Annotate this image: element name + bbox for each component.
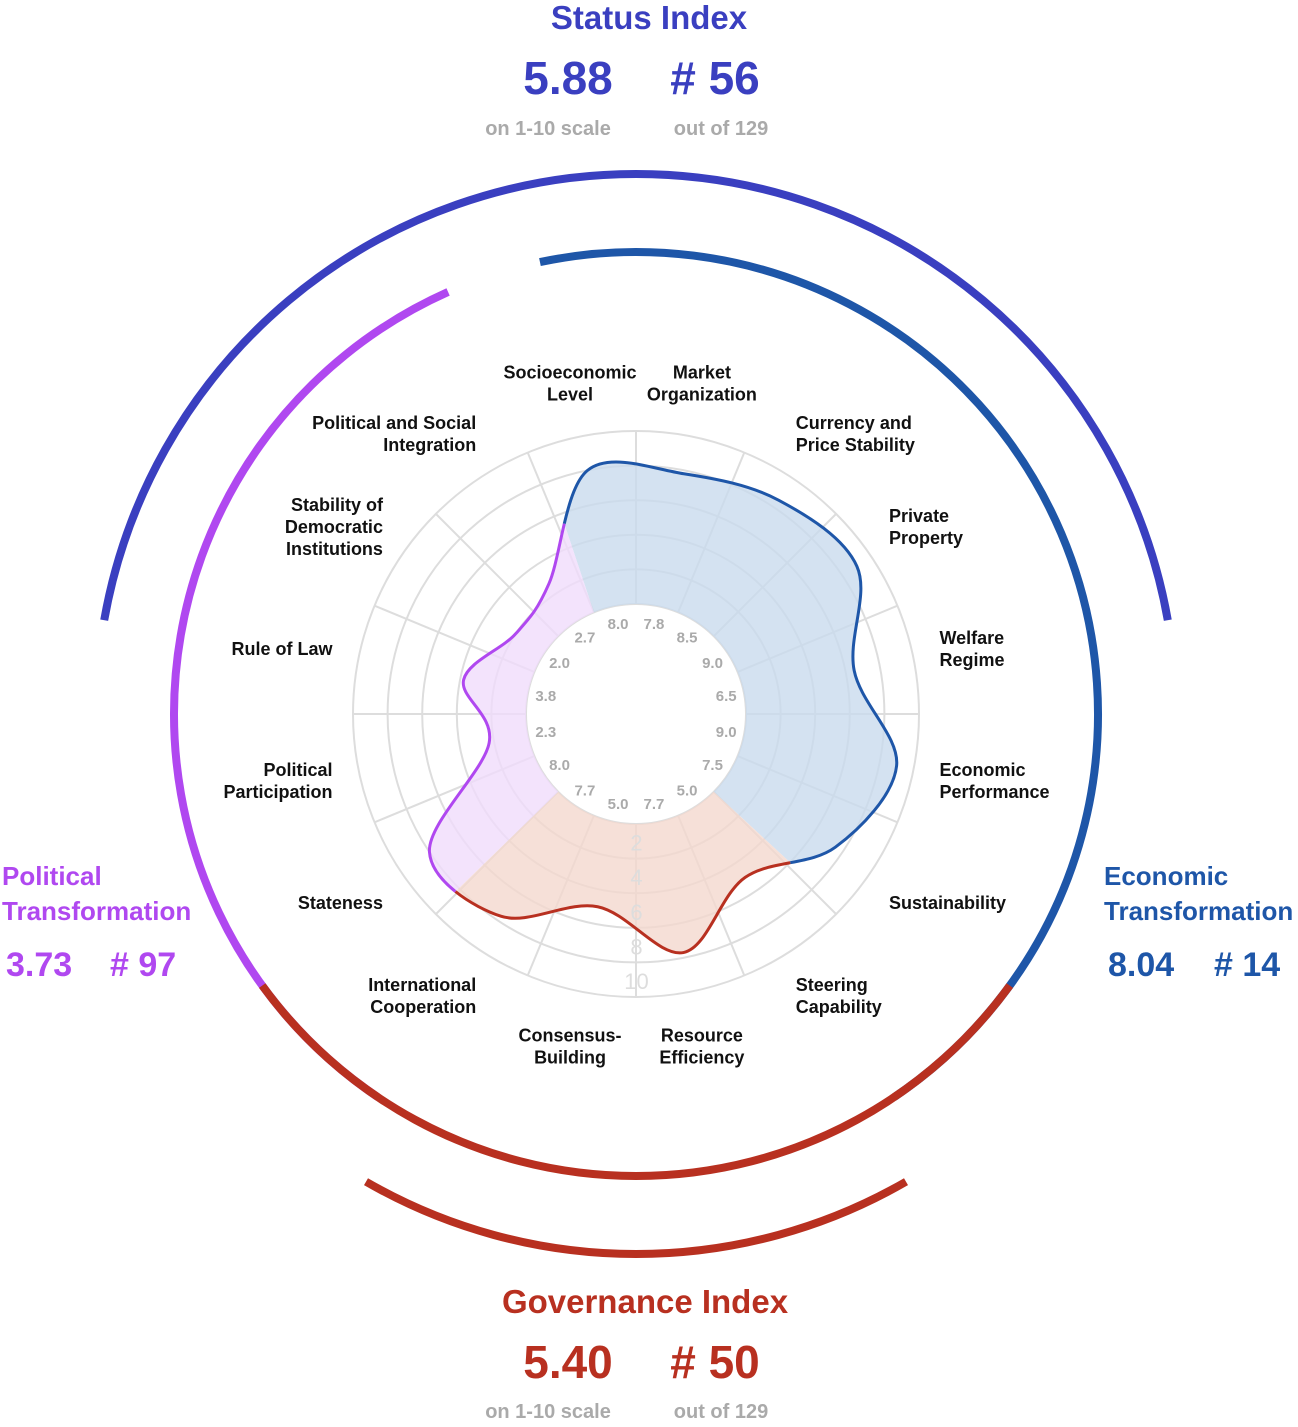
political-outline <box>427 523 566 893</box>
radial-tick-label: 4 <box>630 865 642 890</box>
value-label: 2.3 <box>535 724 556 741</box>
governance-index-inner-arc <box>259 983 1014 1180</box>
governance-outline <box>454 861 791 955</box>
governance-index-title: Governance Index <box>502 1283 789 1320</box>
economic-transformation-title-line2: Transformation <box>1104 896 1293 926</box>
status-index-score: 5.88 <box>523 52 613 104</box>
status-index-rank-caption: out of 129 <box>674 118 768 140</box>
economic-area <box>564 462 897 863</box>
governance-index-rank-caption: out of 129 <box>674 1401 768 1423</box>
value-label: 8.5 <box>677 630 698 647</box>
economic-transformation-rank: # 14 <box>1214 946 1280 984</box>
criterion-label: Consensus-Building <box>519 1026 622 1068</box>
value-label: 9.0 <box>716 724 737 741</box>
status-index-rank: # 56 <box>670 52 760 104</box>
political-transformation-title-line1: Political <box>2 861 102 891</box>
radial-tick-label: 10 <box>624 969 648 994</box>
governance-index-arc <box>364 1178 908 1258</box>
criterion-label: Sustainability <box>889 893 1006 913</box>
value-label: 2.0 <box>549 655 570 672</box>
value-label: 2.7 <box>574 630 595 647</box>
value-label: 5.0 <box>608 796 629 813</box>
status-index-score-caption: on 1-10 scale <box>485 118 611 140</box>
political-area <box>429 523 594 892</box>
status-index-title: Status Index <box>551 0 748 36</box>
value-label: 6.5 <box>716 688 737 705</box>
value-label: 7.7 <box>644 796 665 813</box>
political-transformation-rank: # 97 <box>110 946 176 984</box>
economic-transformation-arc <box>539 248 1102 1101</box>
radial-tick-label: 2 <box>630 831 642 856</box>
governance-index-score-caption: on 1-10 scale <box>485 1401 611 1423</box>
value-label: 7.8 <box>644 616 665 633</box>
political-transformation-title-line2: Transformation <box>2 896 191 926</box>
radial-tick-label: 6 <box>630 900 642 925</box>
value-label: 8.0 <box>608 616 629 633</box>
value-label: 3.8 <box>535 688 556 705</box>
value-label: 7.7 <box>574 782 595 799</box>
index-arcs <box>100 169 1172 1258</box>
economic-transformation-title-line1: Economic <box>1104 861 1228 891</box>
criterion-label: Stateness <box>298 893 383 913</box>
value-label: 7.5 <box>702 757 723 774</box>
economic-outline <box>562 460 899 865</box>
value-label: 5.0 <box>677 782 698 799</box>
radial-tick-labels: 2 4 6 8 10 <box>624 831 648 994</box>
governance-index-score: 5.40 <box>523 1336 613 1388</box>
value-labels: 7.88.59.06.59.07.55.07.75.07.78.02.33.82… <box>535 616 736 813</box>
governance-index-rank: # 50 <box>670 1336 760 1388</box>
radar-areas <box>427 460 899 955</box>
governance-area <box>455 791 791 953</box>
economic-transformation-score: 8.04 <box>1108 946 1174 984</box>
status-index-arc <box>100 169 1172 621</box>
value-label: 8.0 <box>549 757 570 774</box>
radial-tick-label: 8 <box>630 934 642 959</box>
criterion-label: Rule of Law <box>231 639 333 659</box>
value-label: 9.0 <box>702 655 723 672</box>
grid-ring <box>525 603 747 825</box>
political-transformation-score: 3.73 <box>6 946 72 984</box>
